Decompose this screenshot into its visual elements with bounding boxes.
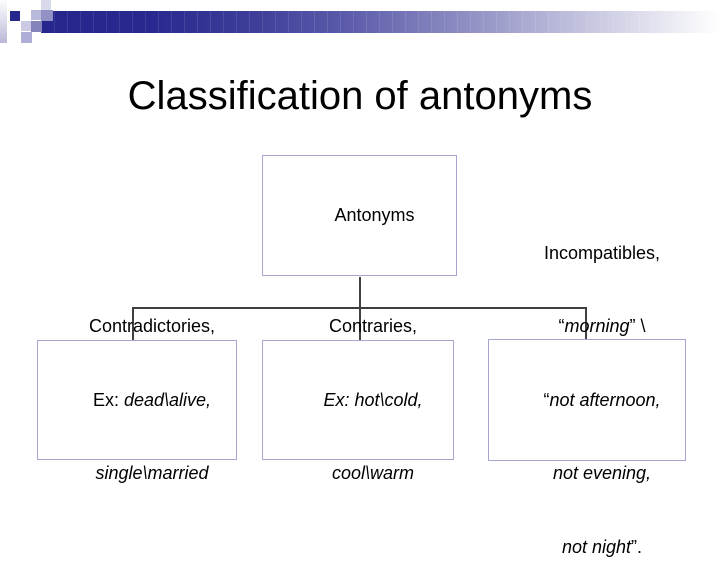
box-line: Ex: hot\cold, <box>293 363 422 437</box>
connector-drop-right <box>585 307 587 339</box>
box-line: single\married <box>65 437 208 511</box>
deco-left-strip <box>0 0 7 43</box>
slide-title: Classification of antonyms <box>127 74 593 118</box>
text-segment: Incompatibles, <box>543 242 661 263</box>
text-segment: single\married <box>95 463 209 484</box>
text-segment: not evening, <box>552 463 652 484</box>
incompatibles-box: Incompatibles, “morning” \ “not afternoo… <box>488 243 686 557</box>
antonyms-box: Antonyms <box>262 155 457 276</box>
deco-square <box>21 21 31 31</box>
text-segment: Ex: <box>92 389 124 410</box>
deco-square <box>41 0 51 10</box>
deco-square <box>10 11 20 21</box>
deco-square <box>21 32 32 43</box>
box-line: not evening, <box>523 437 651 511</box>
text-segment: Contraries, <box>328 316 418 337</box>
text-segment: cool\warm <box>331 463 415 484</box>
box-line: cool\warm <box>302 437 414 511</box>
text-segment: dead\alive, <box>123 389 212 410</box>
box-line: Contradictories, <box>59 290 215 364</box>
box-line: Incompatibles, <box>514 216 660 290</box>
contradictories-box: Contradictories, Ex: dead\alive, single\… <box>37 316 237 483</box>
connector-horizontal <box>132 307 587 309</box>
contraries-box: Contraries, Ex: hot\cold, cool\warm <box>262 316 454 483</box>
text-segment: Contradictories, <box>88 316 216 337</box>
text-segment: ” \ <box>629 316 646 337</box>
text-segment: Antonyms <box>334 205 415 226</box>
text-segment: “ <box>558 316 565 337</box>
deco-banner <box>41 11 720 33</box>
text-segment: “ <box>543 389 550 410</box>
box-line: not night”. <box>532 510 642 584</box>
deco-square <box>31 10 41 20</box>
slide: Classification of antonyms Antonyms Cont… <box>0 0 720 557</box>
box-line: Ex: dead\alive, <box>63 363 211 437</box>
connector-drop-left <box>132 307 134 340</box>
deco-square <box>41 10 53 21</box>
box-line: Contraries, <box>299 290 417 364</box>
box-line: “not afternoon, <box>513 363 660 437</box>
text-segment: Ex: hot\cold, <box>323 389 423 410</box>
box-line: Antonyms <box>304 179 414 253</box>
box-line: “morning” \ <box>528 290 645 364</box>
deco-square <box>31 21 42 32</box>
text-segment: morning <box>564 316 630 337</box>
text-segment: not afternoon, <box>549 389 661 410</box>
